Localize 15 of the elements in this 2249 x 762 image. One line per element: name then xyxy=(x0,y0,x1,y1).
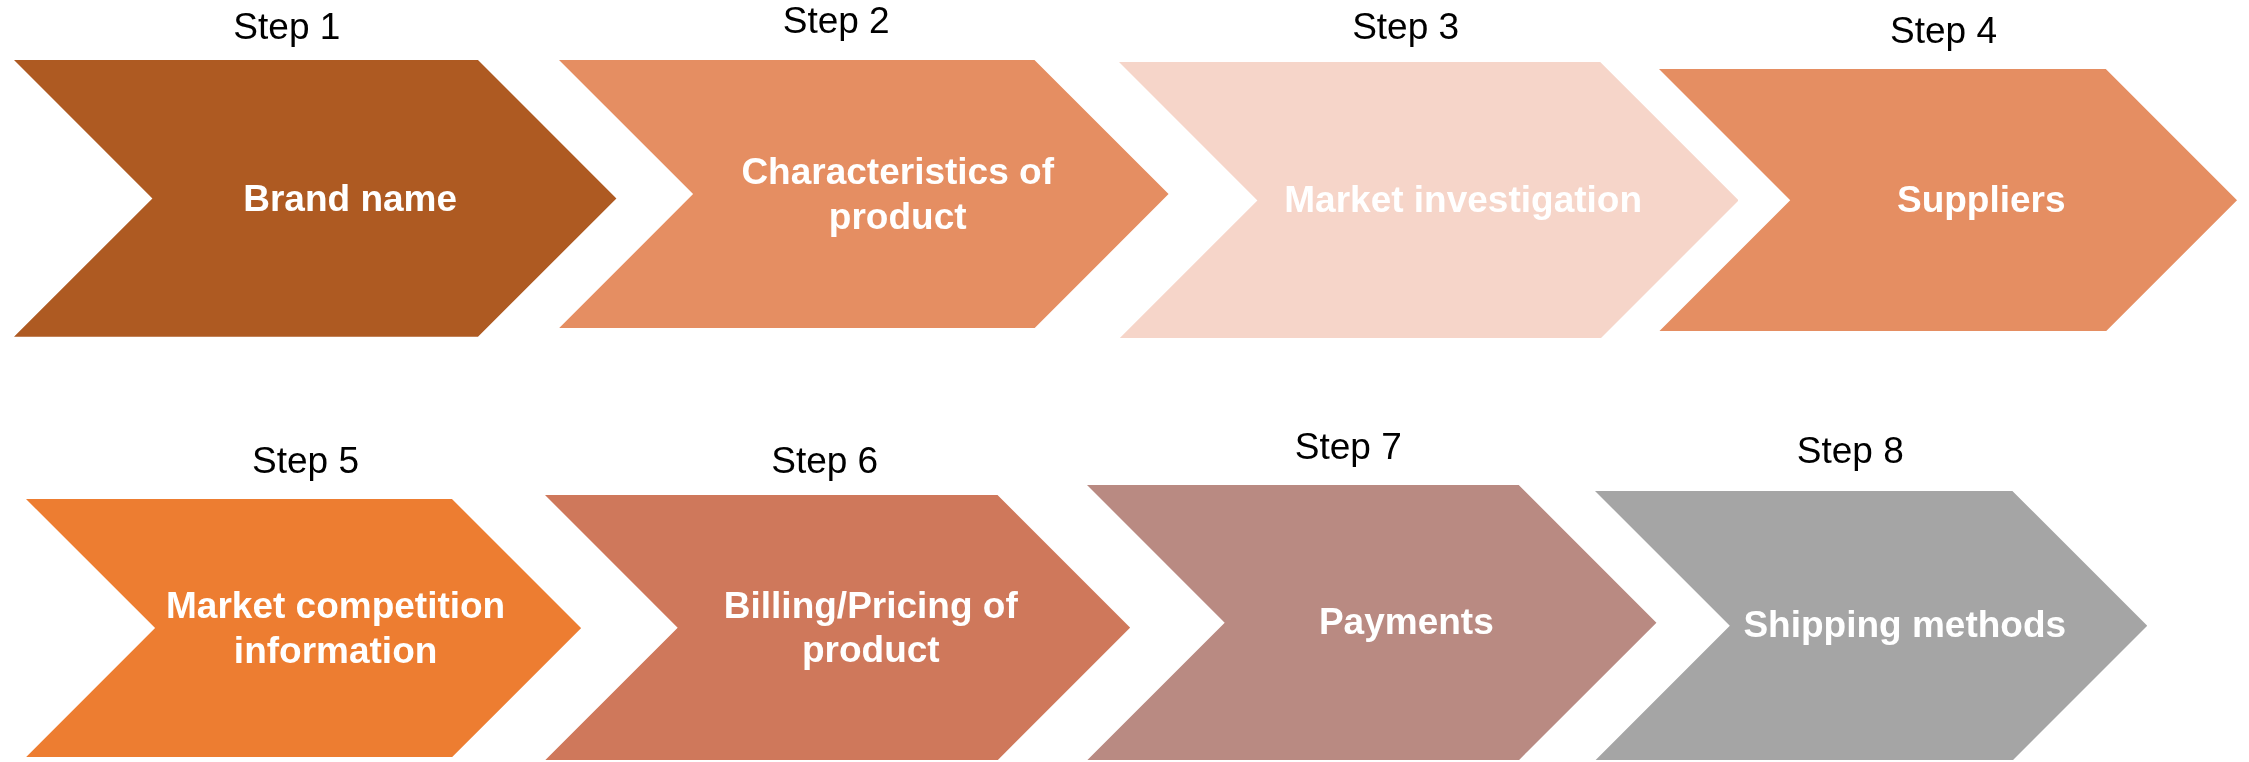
step-label: Step 8 xyxy=(1796,430,1904,473)
step-label: Step 7 xyxy=(1294,426,1402,468)
step-title: Characteristics of product xyxy=(740,149,1055,239)
step-title: Billing/Pricing of product xyxy=(722,583,1019,672)
step-label: Step 2 xyxy=(782,0,890,42)
step-title: Suppliers xyxy=(1896,177,2067,222)
step-title: Market competition information xyxy=(165,583,507,673)
step-title: Shipping methods xyxy=(1742,603,2068,648)
step-label: Step 3 xyxy=(1352,5,1460,48)
step-title: Brand name xyxy=(242,176,459,221)
step-title: Payments xyxy=(1317,600,1495,645)
step-label: Step 6 xyxy=(771,440,879,483)
step-label: Step 5 xyxy=(252,440,359,483)
step-label: Step 4 xyxy=(1890,10,1997,53)
step-label: Step 1 xyxy=(233,5,341,48)
